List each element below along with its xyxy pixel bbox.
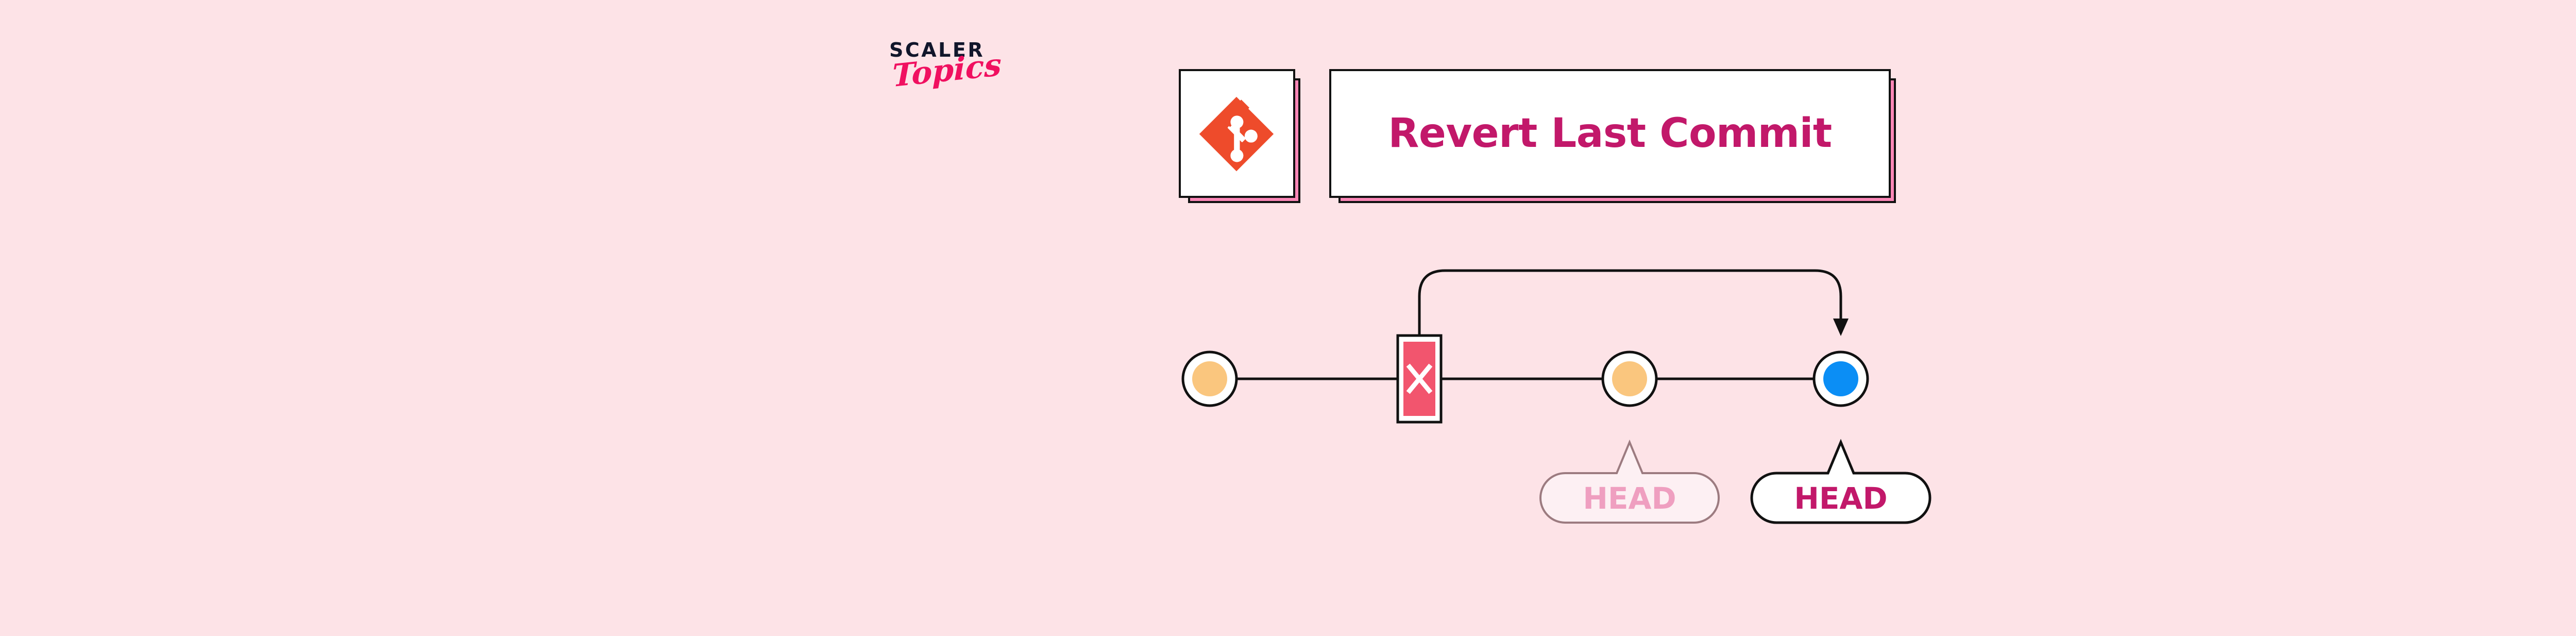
head-pointer-old-label: HEAD xyxy=(1583,481,1676,516)
git-logo-icon xyxy=(1198,95,1276,172)
git-logo-badge xyxy=(1179,69,1300,203)
commit-node-4-revert[interactable] xyxy=(1812,350,1869,407)
x-mark-icon xyxy=(1406,363,1433,394)
head-pointer-old[interactable]: HEAD xyxy=(1539,439,1720,524)
page-title: Revert Last Commit xyxy=(1388,110,1832,157)
commit-node-3[interactable] xyxy=(1601,350,1658,407)
head-pointer-new-label: HEAD xyxy=(1794,481,1887,516)
revert-arrow xyxy=(1418,269,1849,336)
commit-node-1[interactable] xyxy=(1181,350,1238,407)
brand-primary-text: SCALER xyxy=(889,39,985,61)
head-pointer-new[interactable]: HEAD xyxy=(1750,439,1931,524)
brand-logo: SCALER Topics xyxy=(889,40,1023,128)
commit-node-2-reverted[interactable] xyxy=(1396,334,1443,424)
git-revert-commit-graph: HEAD HEAD xyxy=(1149,237,1994,598)
page-title-box: Revert Last Commit xyxy=(1329,69,1896,203)
